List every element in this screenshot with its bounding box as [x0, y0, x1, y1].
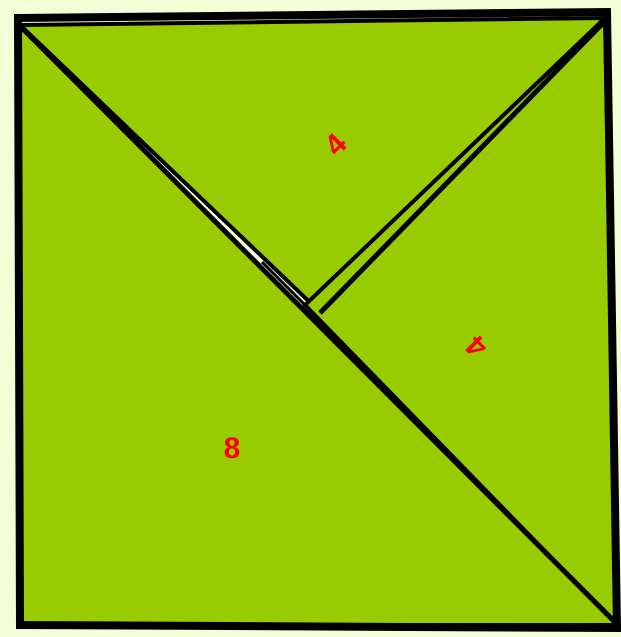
inner-diagonal-line [318, 18, 608, 315]
label-bottom-left-triangle: 8 [224, 432, 241, 465]
outer-square-border [13, 7, 621, 633]
main-diagonal-line [14, 20, 621, 628]
centre-notch-line [260, 260, 307, 307]
